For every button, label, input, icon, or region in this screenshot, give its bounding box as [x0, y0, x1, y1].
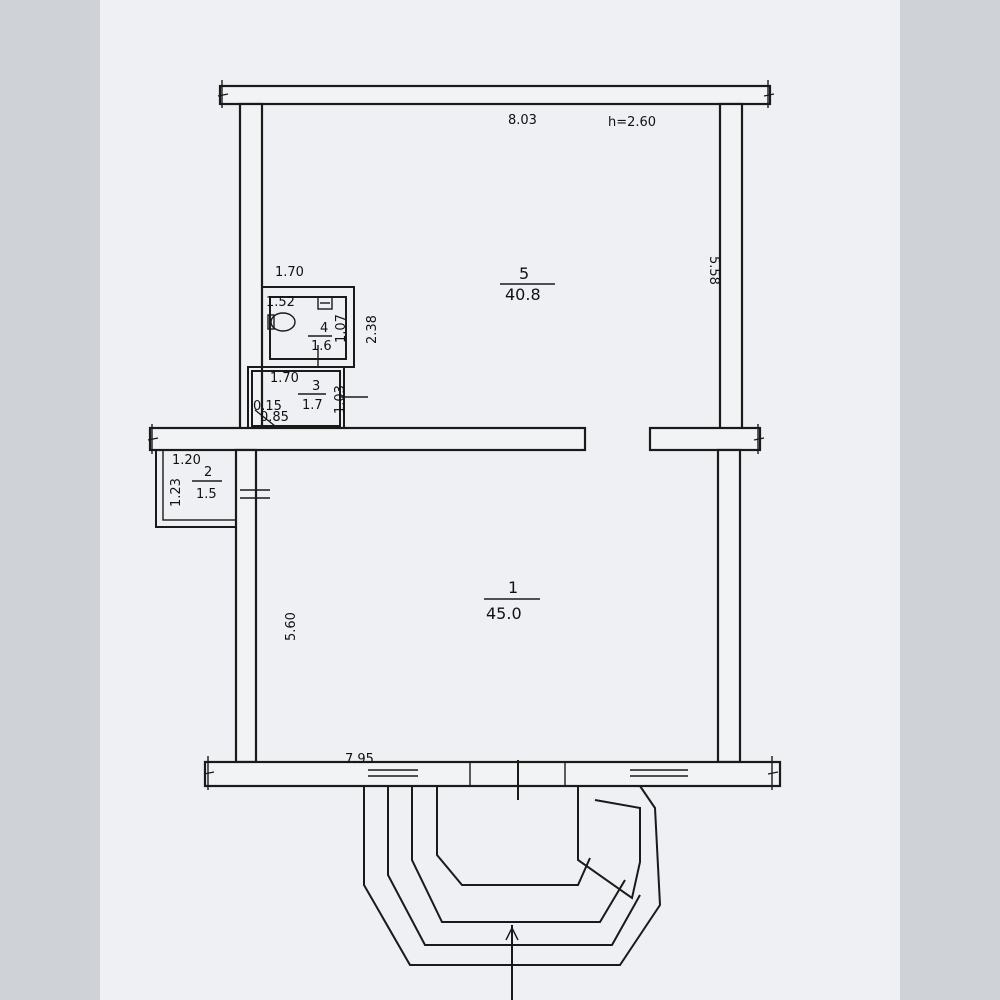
room-2-outline: [155, 449, 237, 528]
room-label-5: 5 40.8: [500, 264, 555, 304]
dim-right-height: 5.58: [706, 256, 721, 285]
wall-middle-right: [648, 426, 762, 452]
wall-right-lower: [716, 448, 742, 764]
dim-bath-inner: 1.52: [266, 295, 295, 310]
dim-room2-depth: 1.23: [169, 478, 184, 507]
dim-bath-depth: 1.07: [334, 314, 349, 343]
dim-top-width: 8.03: [508, 113, 537, 128]
wall-top: [218, 84, 772, 106]
room-number: 5: [519, 264, 529, 283]
room-label-1: 1 45.0: [484, 578, 540, 623]
dim-bath-width: 1.70: [275, 265, 304, 280]
dim-bottom-width: 7.95: [345, 752, 374, 767]
drawing-sheet: [100, 0, 900, 1000]
room-number: 4: [320, 321, 328, 336]
room-area: 45.0: [486, 604, 522, 623]
dim-closet-right: 2.38: [365, 315, 380, 344]
dim-niche-b: 0.85: [260, 410, 289, 425]
dim-niche-a: 0.15: [253, 399, 282, 414]
entrance-steps: [363, 785, 662, 1000]
dim-closet-depth: 1.03: [333, 385, 348, 414]
dim-closet-width: 1.70: [270, 371, 299, 386]
wall-break-marks: [147, 80, 779, 790]
room-label-3: 3 1.7: [298, 379, 326, 413]
room-label-4: 4 1.6: [308, 321, 332, 354]
room-area: 1.5: [196, 487, 217, 502]
dim-left-height: 5.60: [284, 612, 299, 641]
room-label-2: 2 1.5: [192, 465, 222, 502]
room-area: 1.7: [302, 398, 323, 413]
wall-left-lower: [234, 448, 258, 764]
room-number: 3: [312, 379, 320, 394]
wall-middle-left: [148, 426, 587, 452]
dim-ceiling-height: h=2.60: [608, 115, 656, 130]
wall-bottom: [203, 760, 782, 788]
dim-room2-width: 1.20: [172, 453, 201, 468]
room-number: 1: [508, 578, 518, 597]
room-number: 2: [204, 465, 212, 480]
room-area: 40.8: [505, 285, 541, 304]
closet-room-3: [247, 366, 368, 429]
entrance-openings: [368, 760, 688, 800]
wall-right-upper: [718, 102, 744, 431]
room-area: 1.6: [311, 339, 332, 354]
